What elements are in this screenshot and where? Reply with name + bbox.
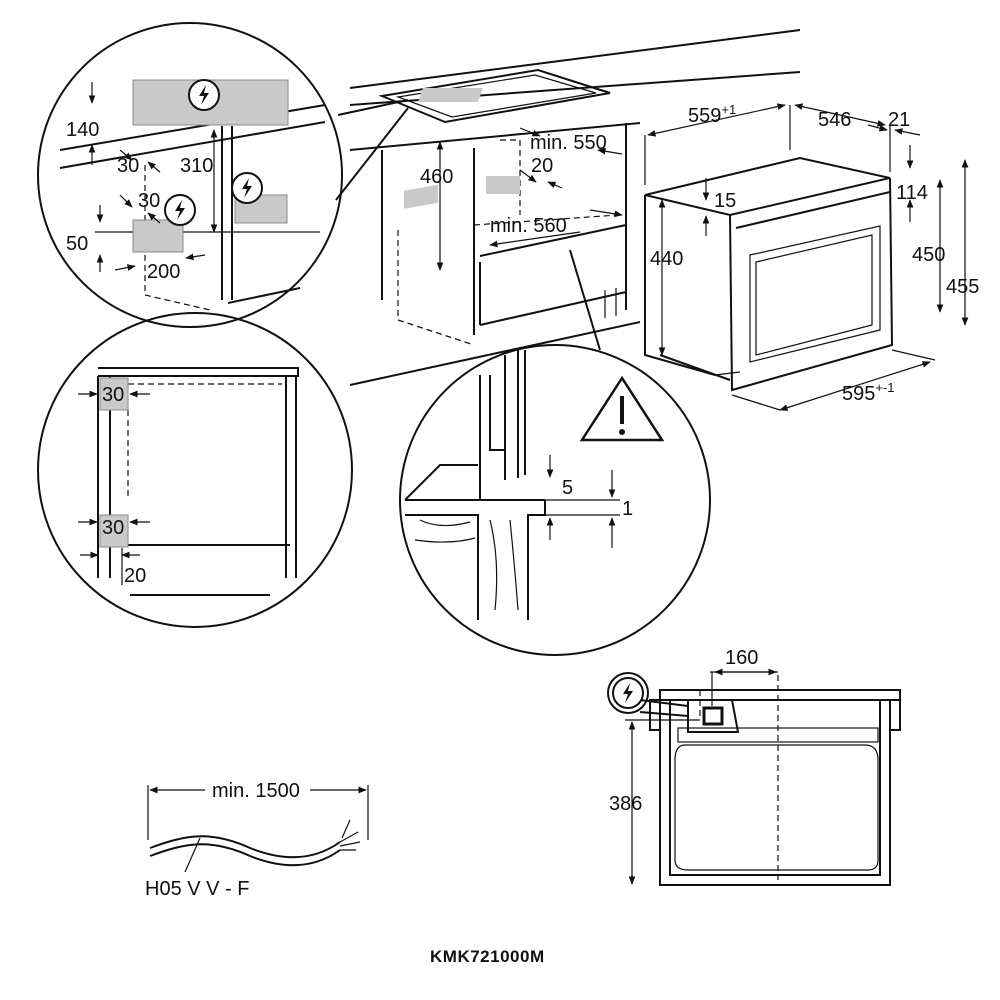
hob: [378, 68, 611, 124]
appliance-dimensions: 559+1 546 21 15 440 114 450 455 595+-1: [644, 102, 979, 411]
dim-min-560: min. 560: [490, 215, 567, 237]
electrical-connection-icon: [231, 172, 263, 204]
dim-20-side: 20: [124, 565, 146, 587]
dim-440: 440: [650, 248, 683, 270]
front-view: 160 386: [607, 647, 901, 886]
dim-386: 386: [609, 793, 642, 815]
dim-20-cabinet: 20: [531, 155, 553, 177]
dim-460: 460: [420, 166, 453, 188]
electrical-connection-icon: [164, 194, 196, 226]
dim-30-top: 30: [102, 384, 124, 406]
dim-546: 546: [818, 109, 851, 131]
cable-type: H05 V V - F: [145, 878, 249, 900]
dim-15: 15: [714, 190, 736, 212]
dim-559: 559+1: [688, 102, 736, 127]
dim-114: 114: [896, 182, 928, 204]
electrical-connection-icon: [612, 677, 644, 709]
dim-200: 200: [147, 261, 180, 283]
cable-min-length: min. 1500: [212, 780, 300, 802]
dim-140: 140: [66, 119, 99, 141]
power-cable: min. 1500 H05 V V - F: [145, 780, 369, 900]
dim-595: 595+-1: [842, 380, 895, 405]
dim-30-a: 30: [117, 155, 139, 177]
detail-side: 30 30 20: [37, 312, 353, 628]
dim-1: 1: [622, 498, 633, 520]
detail-top-left: 140 30 310 30 50 200: [37, 22, 409, 328]
dim-30-bottom: 30: [102, 517, 124, 539]
dim-min-550: min. 550: [530, 132, 607, 154]
warning-triangle-icon: [579, 375, 665, 442]
detail-edge: 5 1: [399, 249, 711, 656]
cabinet-dimensions: 460 min. 550 20 min. 560: [420, 127, 623, 271]
dim-310: 310: [180, 155, 213, 177]
dim-21: 21: [888, 109, 910, 131]
cabinet-perspective: [349, 29, 801, 386]
dim-5: 5: [562, 477, 573, 499]
dim-455: 455: [946, 276, 979, 298]
dim-450: 450: [912, 244, 945, 266]
electrical-connection-icon: [188, 79, 220, 111]
model-name: KMK721000M: [430, 947, 545, 966]
dim-50: 50: [66, 233, 88, 255]
dim-30-b: 30: [138, 190, 160, 212]
dim-160: 160: [725, 647, 758, 669]
appliance-perspective: [644, 156, 894, 392]
